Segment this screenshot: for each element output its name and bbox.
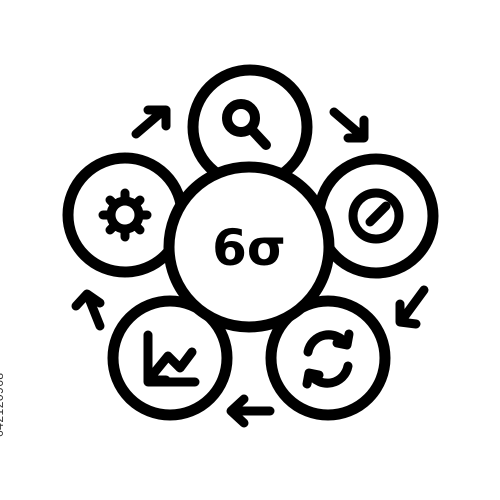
six-sigma-label: 6σ xyxy=(212,219,286,277)
magnifier-icon xyxy=(222,99,271,150)
image-id-label: 642120968 xyxy=(0,372,6,437)
gauge-icon xyxy=(348,188,404,244)
trend-down-icon xyxy=(143,330,200,387)
arrow-up-icon xyxy=(71,289,105,331)
arrow-down-left-icon xyxy=(395,285,429,329)
arrow-left-icon xyxy=(226,394,275,428)
arrow-down-right-icon xyxy=(329,107,369,143)
gear-icon xyxy=(98,188,152,242)
bottom-right-circle xyxy=(265,295,391,421)
arrow-up-right-icon xyxy=(131,105,171,139)
refresh-cycle-icon xyxy=(302,329,354,389)
center-circle xyxy=(163,161,335,333)
